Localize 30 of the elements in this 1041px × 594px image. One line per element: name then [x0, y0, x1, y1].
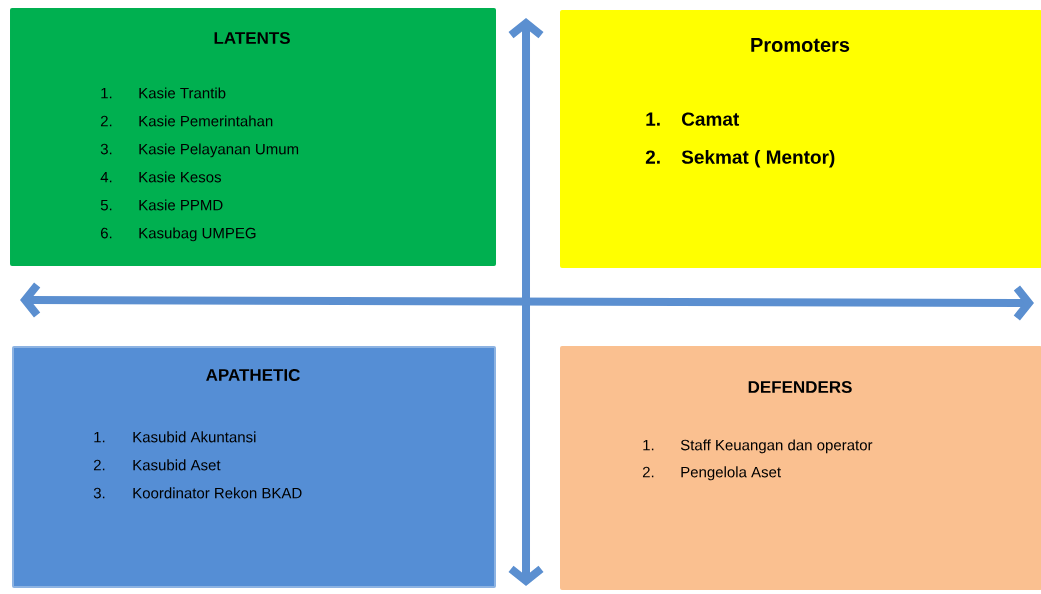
list-item: Kasie Pemerintahan [139, 115, 273, 127]
list-item: Kasubid Akuntansi [133, 431, 256, 443]
quadrant-heading: APATHETIC [206, 368, 300, 381]
list-item: Staff Keuangan dan operator [680, 439, 873, 454]
list-item: Kasie Pelayanan Umum [139, 143, 299, 158]
list-number: 2. [642, 466, 654, 478]
list-number: 1. [643, 439, 654, 451]
list-item: Pengelola Aset [681, 466, 781, 481]
list-number: 1. [646, 112, 660, 126]
list-item: Camat [682, 112, 740, 126]
quadrant-heading: Promoters [751, 38, 850, 52]
quadrant-heading: LATENTS [214, 32, 290, 44]
list-number: 1. [94, 431, 105, 443]
list-number: 5. [100, 199, 112, 211]
list-number: 2. [100, 115, 112, 127]
list-number: 6. [101, 227, 112, 239]
quadrant-heading: DEFENDERS [748, 380, 852, 393]
list-item: Kasie PPMD [139, 199, 223, 211]
list-number: 3. [93, 487, 105, 499]
list-item: Koordinator Rekon BKAD [133, 487, 302, 499]
list-item: Sekmat ( Mentor) [681, 149, 835, 168]
list-number: 4. [100, 171, 112, 183]
list-number: 3. [100, 143, 112, 155]
list-number: 2. [93, 459, 105, 471]
list-item: Kasubid Aset [133, 459, 221, 471]
list-number: 1. [101, 87, 112, 99]
list-number: 2. [645, 150, 660, 164]
list-item: Kasie Kesos [139, 171, 221, 183]
list-item: Kasie Trantib [139, 87, 226, 99]
list-item: Kasubag UMPEG [139, 227, 256, 242]
